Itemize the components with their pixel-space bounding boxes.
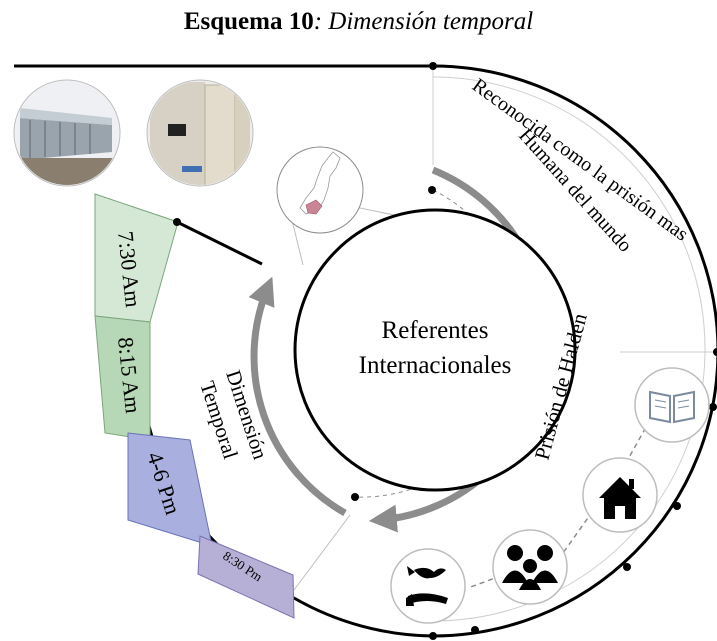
divider-bottom-left — [293, 514, 351, 591]
center-line-1: Referentes — [382, 317, 489, 344]
inner-ring-outline — [432, 76, 706, 622]
title-subtitle: : Dimensión temporal — [313, 8, 534, 35]
dot — [709, 403, 717, 411]
dot — [713, 348, 717, 356]
schedule-band-3 — [197, 535, 295, 619]
house-icon — [582, 457, 658, 533]
book-icon — [634, 367, 710, 443]
dot — [471, 626, 479, 634]
dot — [429, 62, 437, 70]
dot — [173, 218, 181, 226]
dimension-arc — [248, 276, 347, 517]
dot — [351, 493, 359, 501]
prison-exterior-photo — [13, 79, 121, 187]
outer-arc-left — [293, 596, 434, 638]
dot — [428, 186, 436, 194]
left-connector — [176, 220, 263, 266]
outer-arc — [432, 64, 717, 638]
title-number: Esquema 10 — [183, 8, 314, 35]
prison-cell-photo — [146, 79, 254, 187]
family-icon — [492, 529, 568, 605]
dot — [429, 632, 437, 640]
center-line-2: Internacionales — [359, 352, 512, 379]
dot — [673, 502, 681, 510]
figure-title: Esquema 10: Dimensión temporal — [0, 8, 717, 36]
center-circle — [293, 208, 577, 492]
norway-map — [276, 146, 364, 234]
peace-dove-hand-icon — [390, 548, 466, 624]
dot — [623, 563, 631, 571]
